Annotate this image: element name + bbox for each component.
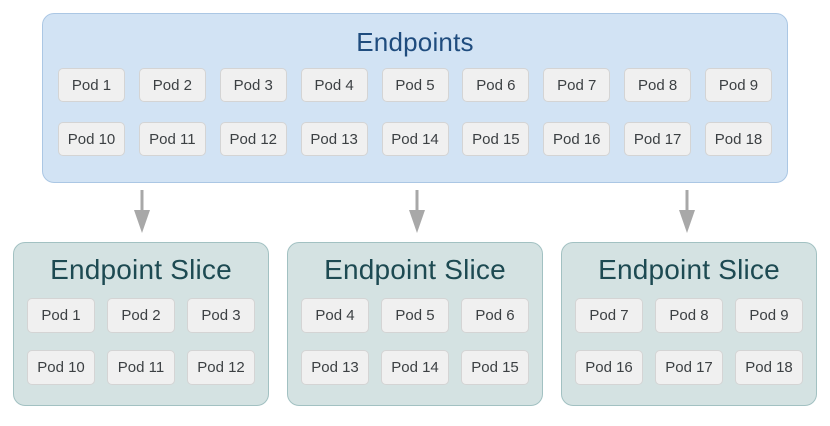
endpoint-slice-title: Endpoint Slice [598,254,780,285]
endpoints-pod-row-2: Pod 10 Pod 11 Pod 12 Pod 13 Pod 14 Pod 1… [58,122,772,156]
endpoint-slice-title: Endpoint Slice [50,254,232,285]
pod-chip: Pod 7 [543,68,611,102]
pod-chip: Pod 17 [655,350,723,385]
pod-chip: Pod 3 [219,68,287,102]
pod-chip: Pod 12 [187,350,255,385]
slice-pod-row-2: Pod 13 Pod 14 Pod 15 [301,350,529,385]
pod-chip: Pod 10 [27,350,95,385]
slice-pod-row-2: Pod 16 Pod 17 Pod 18 [575,350,803,385]
down-arrow-icon [679,190,695,233]
pod-chip: Pod 2 [107,298,175,333]
pod-chip: Pod 13 [301,350,369,385]
pod-chip: Pod 18 [735,350,803,385]
pod-chip: Pod 16 [543,122,611,156]
endpoint-slice-title: Endpoint Slice [324,254,506,285]
pod-chip: Pod 14 [381,350,449,385]
endpoints-box: Endpoints Pod 1 Pod 2 Pod 3 Pod 4 Pod 5 … [42,13,788,183]
pod-chip: Pod 4 [301,298,369,333]
slice-pod-row-1: Pod 4 Pod 5 Pod 6 [301,298,529,333]
slice-pod-row-2: Pod 10 Pod 11 Pod 12 [27,350,255,385]
pod-chip: Pod 6 [461,298,529,333]
pod-chip: Pod 9 [735,298,803,333]
pod-chip: Pod 15 [462,122,530,156]
slice-pod-row-1: Pod 7 Pod 8 Pod 9 [575,298,803,333]
down-arrow-icon [409,190,425,233]
pod-chip: Pod 13 [300,122,368,156]
endpoint-slice-box-2: Endpoint Slice Pod 4 Pod 5 Pod 6 Pod 13 … [287,242,543,406]
slice-pod-row-1: Pod 1 Pod 2 Pod 3 [27,298,255,333]
pod-chip: Pod 1 [58,68,125,102]
pod-chip: Pod 1 [27,298,95,333]
pod-chip: Pod 4 [300,68,368,102]
pod-chip: Pod 17 [624,122,692,156]
pod-chip: Pod 8 [624,68,692,102]
endpoint-slice-box-3: Endpoint Slice Pod 7 Pod 8 Pod 9 Pod 16 … [561,242,817,406]
pod-chip: Pod 5 [381,68,449,102]
pod-chip: Pod 7 [575,298,643,333]
pod-chip: Pod 2 [138,68,206,102]
pod-chip: Pod 11 [107,350,175,385]
pod-chip: Pod 12 [219,122,287,156]
endpoint-slice-box-1: Endpoint Slice Pod 1 Pod 2 Pod 3 Pod 10 … [13,242,269,406]
pod-chip: Pod 6 [462,68,530,102]
down-arrow-icon [134,190,150,233]
pod-chip: Pod 15 [461,350,529,385]
pod-chip: Pod 8 [655,298,723,333]
pod-chip: Pod 16 [575,350,643,385]
pod-chip: Pod 14 [381,122,449,156]
pod-chip: Pod 3 [187,298,255,333]
pod-chip: Pod 10 [58,122,125,156]
endpoints-title: Endpoints [356,27,474,57]
endpoints-pod-row-1: Pod 1 Pod 2 Pod 3 Pod 4 Pod 5 Pod 6 Pod … [58,68,772,102]
pod-chip: Pod 11 [138,122,206,156]
pod-chip: Pod 9 [705,68,772,102]
pod-chip: Pod 18 [705,122,772,156]
pod-chip: Pod 5 [381,298,449,333]
